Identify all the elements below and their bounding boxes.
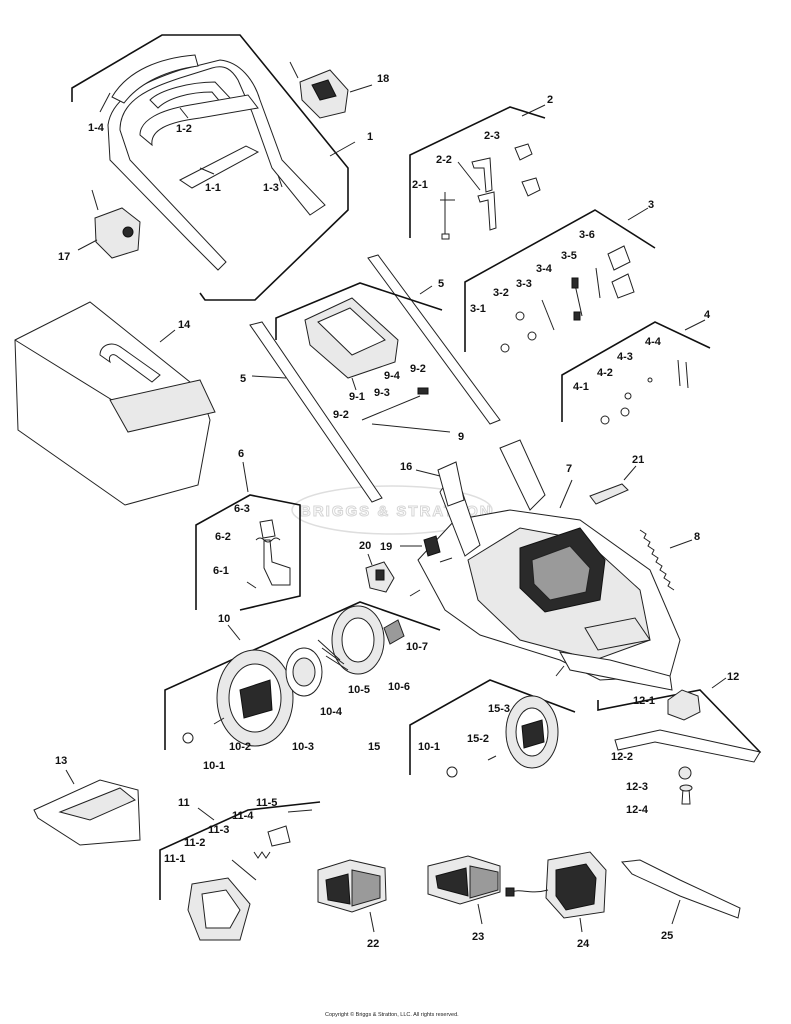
label-25: 25 xyxy=(661,930,673,942)
label-19: 19 xyxy=(380,541,392,553)
label-2-1: 2-1 xyxy=(412,179,428,191)
part-13-mulch-plug xyxy=(33,769,141,846)
hardware-group-4 xyxy=(561,319,711,425)
copyright-text: Copyright © Briggs & Stratton, LLC. All … xyxy=(325,1011,459,1018)
label-15-2: 15-2 xyxy=(467,733,489,745)
label-5-right: 5 xyxy=(438,278,444,290)
label-9-3: 9-3 xyxy=(374,387,390,399)
label-1: 1 xyxy=(367,131,373,143)
part-19-key xyxy=(400,535,441,557)
label-3: 3 xyxy=(648,199,654,211)
label-2-3: 2-3 xyxy=(484,130,500,142)
part-20-switch xyxy=(365,553,395,593)
label-9-1: 9-1 xyxy=(349,391,365,403)
label-12-1: 12-1 xyxy=(633,695,655,707)
label-10-7: 10-7 xyxy=(406,641,428,653)
label-17: 17 xyxy=(58,251,70,263)
label-1-1: 1-1 xyxy=(205,182,221,194)
latch-group-11 xyxy=(159,801,321,941)
label-3-5: 3-5 xyxy=(561,250,577,262)
label-3-1: 3-1 xyxy=(470,303,486,315)
label-6-3: 6-3 xyxy=(234,503,250,515)
label-3-4: 3-4 xyxy=(536,263,553,275)
label-4-2: 4-2 xyxy=(597,367,613,379)
label-10: 10 xyxy=(218,613,230,625)
label-9-4: 9-4 xyxy=(384,370,401,382)
part-25-blade xyxy=(621,859,741,925)
label-4-1: 4-1 xyxy=(573,381,589,393)
label-10-5: 10-5 xyxy=(348,684,370,696)
label-1-2: 1-2 xyxy=(176,123,192,135)
handle-assembly xyxy=(71,34,356,301)
label-23: 23 xyxy=(472,931,484,943)
label-24: 24 xyxy=(577,938,590,950)
hardware-group-3 xyxy=(464,207,656,353)
label-11-5: 11-5 xyxy=(256,797,277,809)
label-16: 16 xyxy=(400,461,412,473)
label-10-2: 10-2 xyxy=(229,741,251,753)
watermark: BRIGGS & STRATTON xyxy=(291,485,493,535)
label-15: 15 xyxy=(368,741,380,753)
label-11-2: 11-2 xyxy=(184,837,205,849)
label-21: 21 xyxy=(632,454,644,466)
label-15-1: 10-1 xyxy=(418,741,440,753)
label-12: 12 xyxy=(727,671,739,683)
part-23-battery xyxy=(427,855,501,925)
label-9-2-top: 9-2 xyxy=(410,363,426,375)
part-21-clip xyxy=(589,465,637,505)
label-13: 13 xyxy=(55,755,67,767)
label-3-3: 3-3 xyxy=(516,278,532,290)
label-3-2: 3-2 xyxy=(493,287,509,299)
label-7: 7 xyxy=(566,463,572,475)
label-12-3: 12-3 xyxy=(626,781,648,793)
label-10-3: 10-3 xyxy=(292,741,314,753)
label-14: 14 xyxy=(178,319,191,331)
label-11-1: 11-1 xyxy=(164,853,185,865)
label-9: 9 xyxy=(458,431,464,443)
label-4: 4 xyxy=(704,309,711,321)
label-4-3: 4-3 xyxy=(617,351,633,363)
label-2-2: 2-2 xyxy=(436,154,452,166)
watermark-text: BRIGGS & STRATTON xyxy=(300,503,493,520)
label-10-1: 10-1 xyxy=(203,760,225,772)
label-12-4: 12-4 xyxy=(626,804,649,816)
label-2: 2 xyxy=(547,94,553,106)
height-adjust-group-6 xyxy=(195,461,301,611)
hardware-group-2 xyxy=(409,104,546,240)
label-20: 20 xyxy=(359,540,371,552)
chute-door-group-9 xyxy=(275,282,451,433)
label-12-2: 12-2 xyxy=(611,751,633,763)
mower-deck xyxy=(409,439,681,691)
label-9-2-left: 9-2 xyxy=(333,409,349,421)
label-18: 18 xyxy=(377,73,389,85)
label-1-3: 1-3 xyxy=(263,182,279,194)
label-1-4: 1-4 xyxy=(88,122,105,134)
blade-group-12 xyxy=(597,677,762,805)
label-15-3: 15-3 xyxy=(488,703,510,715)
label-10-4: 10-4 xyxy=(320,706,343,718)
label-11-4: 11-4 xyxy=(232,810,254,822)
part-22-battery xyxy=(317,859,387,933)
label-6: 6 xyxy=(238,448,244,460)
label-6-2: 6-2 xyxy=(215,531,231,543)
label-6-1: 6-1 xyxy=(213,565,229,577)
part-24-charger xyxy=(505,851,607,933)
label-3-6: 3-6 xyxy=(579,229,595,241)
part-16-bracket xyxy=(415,461,465,507)
label-22: 22 xyxy=(367,938,379,950)
part-18-switch-box xyxy=(289,61,373,119)
lower-handles xyxy=(249,254,501,503)
label-11-3: 11-3 xyxy=(208,824,229,836)
rear-wheel-group-10 xyxy=(164,601,441,750)
label-8: 8 xyxy=(694,531,700,543)
label-10-6: 10-6 xyxy=(388,681,410,693)
label-4-4: 4-4 xyxy=(645,336,662,348)
label-11: 11 xyxy=(178,797,190,809)
part-8-spring xyxy=(639,529,693,591)
part-14-grass-bag xyxy=(14,301,216,506)
label-5-left: 5 xyxy=(240,373,246,385)
front-wheel-group-15 xyxy=(409,679,576,778)
part-17-control-box xyxy=(77,189,141,259)
